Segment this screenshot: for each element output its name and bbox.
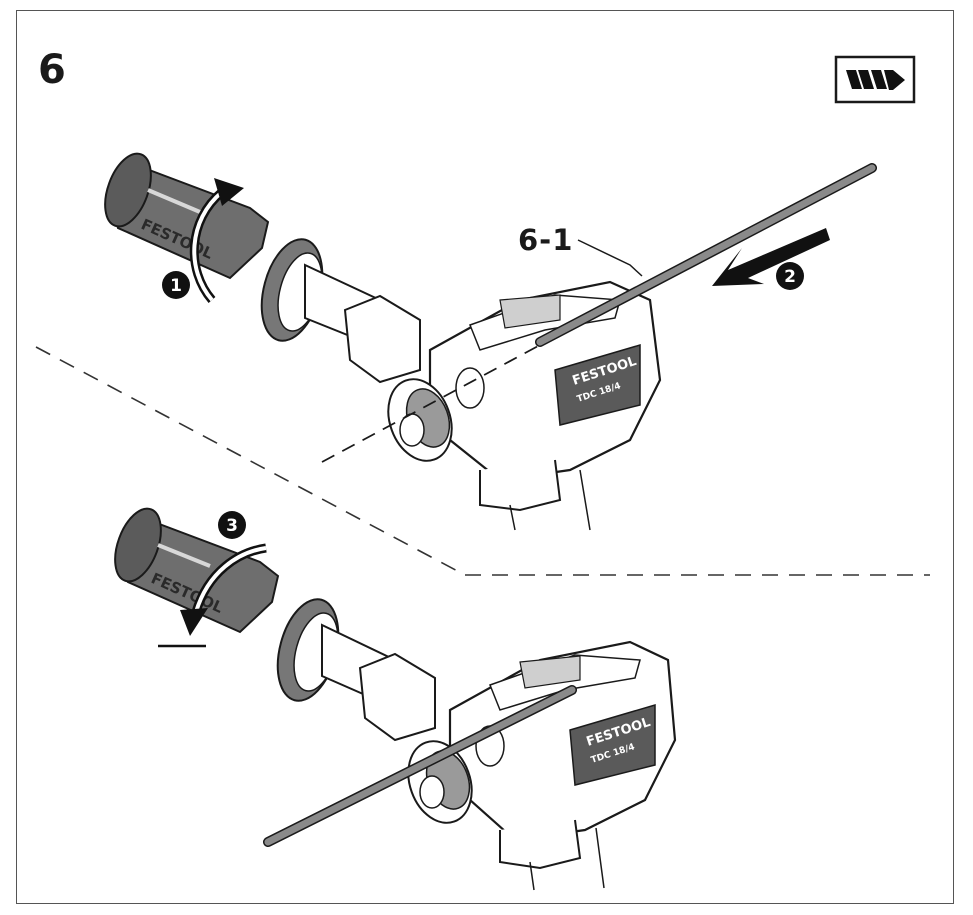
side-handle-shaft-bottom: [276, 598, 436, 742]
alignment-dash-line: [321, 344, 541, 463]
callout-label-6-1: 6-1: [518, 223, 574, 257]
drill-chuck-top: [387, 367, 485, 462]
svg-text:1: 1: [170, 276, 182, 296]
callout-leader-6-1: [577, 239, 643, 277]
insert-arrow-icon: [712, 228, 830, 286]
step-badge-1: 1: [162, 271, 190, 299]
rotate-arrow-icon: [158, 543, 267, 648]
drill-body-bottom: FESTOOL TDC 18/4: [448, 640, 677, 891]
step-badge-2: 2: [776, 262, 804, 290]
side-handle-grip-top: FESTOOL: [104, 152, 270, 280]
svg-text:2: 2: [784, 267, 796, 287]
side-handle-shaft-top: [260, 238, 421, 384]
side-handle-grip-bottom: FESTOOL: [114, 507, 280, 634]
step-badge-3: 3: [218, 511, 246, 539]
separator-dashes: [35, 346, 930, 576]
depth-stop-rod-top: [535, 163, 877, 347]
svg-text:3: 3: [226, 516, 238, 536]
drill-body-top: FESTOOL TDC 18/4: [428, 280, 662, 531]
speed-setting-icon: [834, 55, 916, 104]
figure-number: 6: [38, 47, 66, 93]
depth-stop-rod-bottom: [263, 685, 577, 847]
rotate-arrow-icon: [189, 178, 244, 303]
